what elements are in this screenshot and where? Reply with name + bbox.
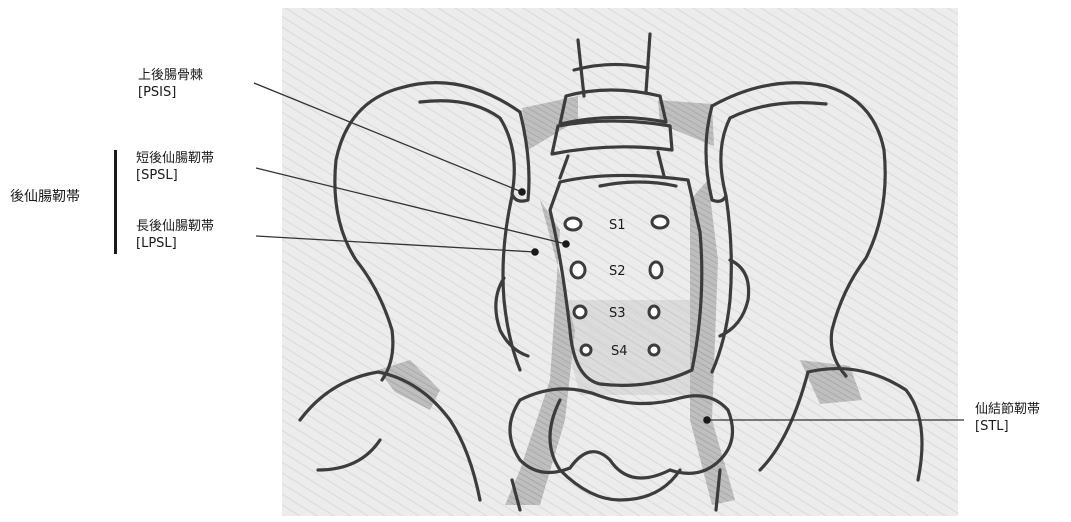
psis-label-abbr: [PSIS]: [138, 84, 176, 101]
stl-label-abbr: [STL]: [975, 418, 1009, 435]
group-label-posterior-sacroiliac: 後仙腸靭帯: [10, 189, 80, 206]
foramen-label-s4: S4: [611, 343, 628, 360]
lpsl-label-abbr: [LPSL]: [136, 235, 177, 252]
stl-marker: [703, 416, 711, 424]
lpsl-marker: [531, 248, 539, 256]
spsl-label-jp: 短後仙腸靭帯: [136, 150, 214, 167]
spsl-label-abbr: [SPSL]: [136, 167, 178, 184]
background-panel: [282, 8, 958, 516]
group-bracket-bar: [114, 150, 117, 254]
foramen-label-s2: S2: [609, 263, 626, 280]
psis-label-jp: 上後腸骨棘: [138, 67, 203, 84]
lpsl-label-jp: 長後仙腸靭帯: [136, 218, 214, 235]
psis-marker: [518, 188, 526, 196]
foramen-label-s1: S1: [609, 217, 626, 234]
spsl-marker: [562, 240, 570, 248]
stl-label-jp: 仙結節靭帯: [975, 401, 1040, 418]
foramen-label-s3: S3: [609, 305, 626, 322]
